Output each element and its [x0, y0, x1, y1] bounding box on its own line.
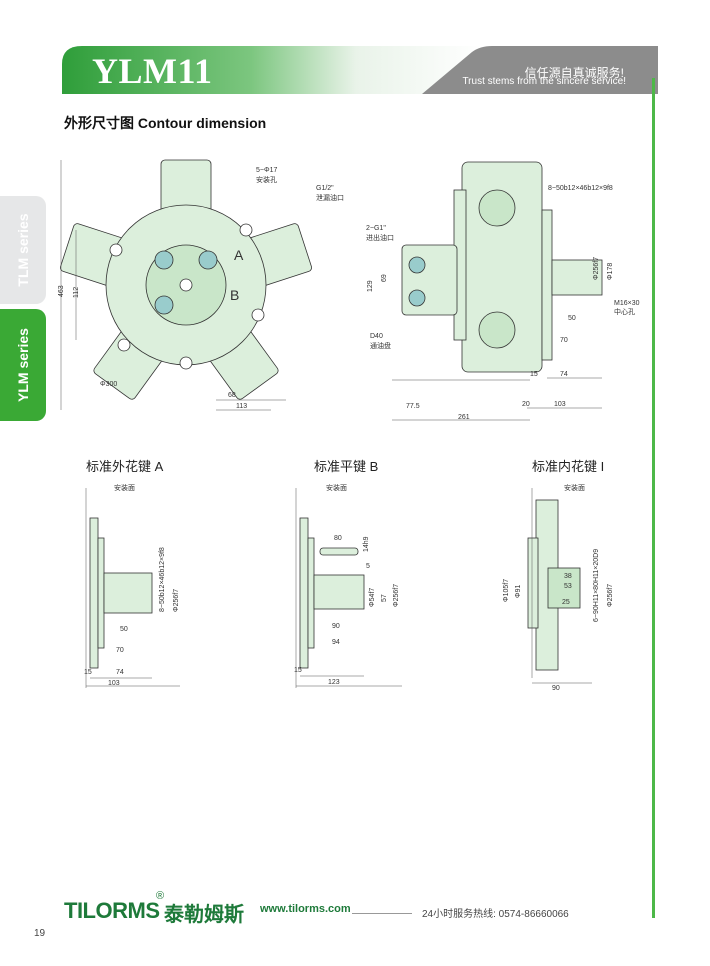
- shaft-i-phi105: Φ105f7: [503, 579, 510, 602]
- shaft-i-drawing: 安装面 Φ105f7 Φ91 38 53 25 6−90H11×80H11×20…: [503, 483, 614, 692]
- brand-logo-cn: 泰勒姆斯: [164, 904, 244, 926]
- side-dim-103: 103: [554, 401, 566, 408]
- dim-phi300: Φ300: [100, 381, 117, 388]
- side-dim-70: 70: [560, 337, 568, 344]
- shaft-b-57: 57: [381, 594, 388, 602]
- tab-ylm-series[interactable]: YLM series: [0, 309, 46, 421]
- shaft-b-phi256: Φ256f7: [393, 584, 400, 607]
- m16-label: M16×30: [614, 300, 640, 307]
- side-dim-20: 20: [522, 401, 530, 408]
- holes-label: 5−Φ17: [256, 167, 277, 174]
- shaft-i-38: 38: [564, 573, 572, 580]
- side-port-cn-label: 进出油口: [366, 233, 394, 242]
- shaft-b-phi54: Φ54f7: [369, 588, 376, 607]
- tab-ylm-label: YLM series: [15, 328, 31, 402]
- shaft-b-123: 123: [328, 679, 340, 686]
- shaft-i-spline: 6−90H11×80H11×20D9: [593, 549, 600, 622]
- service-hotline: 24小时服务热线: 0574-86660066: [422, 909, 569, 920]
- shaft-i-25: 25: [562, 599, 570, 606]
- shaft-b-94: 94: [332, 639, 340, 646]
- page-title: YLM11: [92, 51, 213, 91]
- shaft-b-90: 90: [332, 623, 340, 630]
- registered-mark: ®: [156, 890, 165, 902]
- slogan-english: Trust stems from the sincere service!: [462, 76, 626, 87]
- website-link[interactable]: www.tilorms.com: [260, 903, 351, 915]
- dim-113: 113: [236, 403, 247, 410]
- dim-129: 129: [367, 280, 374, 292]
- shaft-b-80: 80: [334, 535, 342, 542]
- shaft-a-title: 标准外花键 A: [86, 459, 164, 474]
- header-banner: [62, 46, 658, 94]
- brand-logo[interactable]: TILORMS: [64, 898, 160, 923]
- side-dim-15: 15: [530, 371, 538, 378]
- side-dim-261: 261: [458, 414, 470, 421]
- tab-tlm-series[interactable]: TLM series: [0, 196, 46, 304]
- shaft-b-14h9: 14h9: [363, 536, 370, 552]
- right-divider: [652, 78, 655, 918]
- shaft-b-15: 15: [294, 667, 302, 674]
- shaft-i-phi91: Φ91: [515, 585, 522, 598]
- side-dim-74: 74: [560, 371, 568, 378]
- side-view-drawing: 8−50b12×46b12×9f8 2−G1" 进出油口 129 69 D40 …: [366, 161, 640, 421]
- shaft-a-phi: Φ256f7: [173, 589, 180, 612]
- slogan-chinese: 信任源自真诚服务!: [524, 66, 624, 80]
- shaft-b-mount: 安装面: [326, 483, 347, 492]
- shaft-i-90: 90: [552, 685, 560, 692]
- shaft-i-title: 标准内花键 I: [532, 459, 605, 474]
- dim-256f7: Φ256f7: [593, 257, 600, 280]
- dim-69: 69: [381, 274, 388, 282]
- shaft-a-mount: 安装面: [114, 483, 135, 492]
- d40-label: D40: [370, 333, 383, 340]
- shaft-a-15: 15: [84, 669, 92, 676]
- dim-463: 463: [58, 285, 65, 297]
- shaft-a-spline: 8−50b12×46b12×9f8: [159, 547, 166, 612]
- front-view-drawing: 5−Φ17 安装孔 G1/2" 泄漏油口 463 112 Φ300 68 113…: [58, 159, 344, 411]
- d40-cn-label: 通油盘: [370, 341, 391, 350]
- mark-a: A: [234, 247, 244, 263]
- shaft-a-70: 70: [116, 647, 124, 654]
- shaft-b-5: 5: [366, 563, 370, 570]
- footer-divider: [352, 913, 412, 914]
- shaft-i-53: 53: [564, 583, 572, 590]
- dim-68: 68: [228, 392, 236, 399]
- mark-b: B: [230, 287, 239, 303]
- side-port-label: 2−G1": [366, 225, 386, 232]
- dim-112: 112: [73, 287, 80, 298]
- shaft-b-drawing: 安装面 80 14h9 5 Φ54f7 57 Φ256f7 90 94 15 1…: [294, 483, 402, 688]
- shaft-i-phi256: Φ256f7: [607, 584, 614, 607]
- shaft-a-drawing: 安装面 8−50b12×46b12×9f8 Φ256f7 50 70 15 74…: [84, 483, 180, 688]
- side-spline-label: 8−50b12×46b12×9f8: [548, 185, 613, 192]
- shaft-a-103: 103: [108, 680, 120, 687]
- port-cn-label: 泄漏油口: [316, 193, 344, 202]
- dim-178: Φ178: [607, 263, 614, 280]
- m16-cn-label: 中心孔: [614, 307, 635, 316]
- side-dim-50: 50: [568, 315, 576, 322]
- port-label: G1/2": [316, 185, 334, 192]
- shaft-a-50: 50: [120, 626, 128, 633]
- holes-cn-label: 安装孔: [256, 175, 277, 184]
- side-dim-77-5: 77.5: [406, 403, 420, 410]
- shaft-a-74: 74: [116, 669, 124, 676]
- tab-tlm-label: TLM series: [15, 213, 31, 287]
- shaft-b-title: 标准平键 B: [314, 459, 379, 474]
- shaft-i-mount: 安装面: [564, 483, 585, 492]
- section-title: 外形尺寸图 Contour dimension: [64, 115, 267, 131]
- page-number: 19: [34, 928, 46, 939]
